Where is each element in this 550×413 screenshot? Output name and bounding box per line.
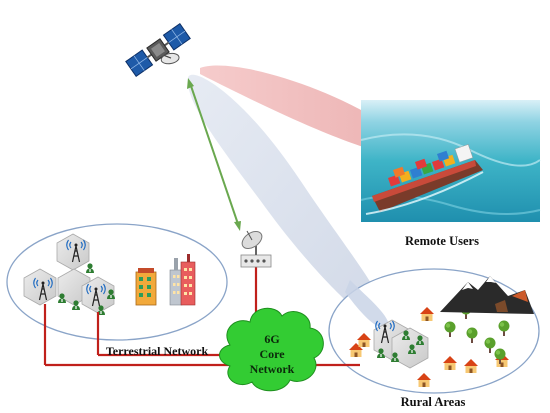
core-network-label-line1: 6G (264, 332, 279, 346)
ship-icon (365, 144, 484, 215)
terrestrial-network-label: Terrestrial Network (106, 344, 209, 358)
mountain-icon (440, 276, 534, 314)
ship-at-sea-image (360, 100, 541, 222)
rural-areas-area (328, 268, 540, 394)
rural-areas-label: Rural Areas (401, 395, 466, 409)
backhaul-cable (43, 266, 360, 367)
feeder-link-arrow (187, 78, 241, 231)
satellite-beam-to-rural (187, 74, 390, 330)
building-icon (135, 254, 196, 306)
ground-station-dish-icon (240, 230, 272, 268)
satellite-icon (125, 23, 191, 77)
remote-users-label: Remote Users (405, 234, 479, 248)
core-network-label-line2: Core (259, 347, 285, 361)
hex-cells (23, 233, 115, 314)
core-network-cloud (219, 307, 324, 392)
core-network-label-line3: Network (250, 362, 295, 376)
